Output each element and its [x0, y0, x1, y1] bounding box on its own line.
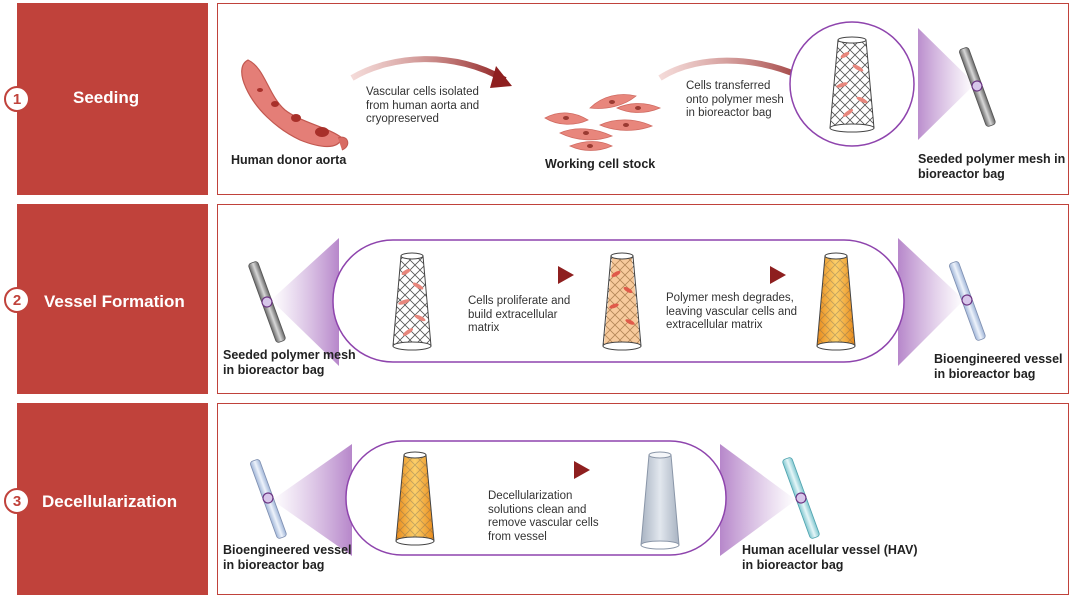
formation-tube-end: [949, 261, 986, 341]
formation-arrow1-text: Cells proliferate and build extracellula…: [468, 295, 571, 334]
stage-number-1: 1: [4, 86, 30, 112]
donor-aorta-label: Human donor aorta: [231, 153, 347, 167]
stage-label-seeding: Seeding: [73, 88, 140, 107]
seeded-mesh-label: Seeded polymer mesh in bioreactor bag: [918, 152, 1066, 181]
decell-tube-start: [250, 459, 287, 539]
stage-number-3: 3: [4, 488, 30, 514]
decell-bag: [345, 440, 727, 556]
stage-number-2: 2: [4, 287, 30, 313]
stage-seeding-block: [17, 3, 208, 195]
formation-start-label: Seeded polymer mesh in bioreactor bag: [223, 348, 356, 377]
seeding-arrow1-text: Vascular cells isolated from human aorta…: [366, 86, 480, 125]
formation-cone-3: [816, 252, 856, 351]
decell-beam-left: [272, 444, 352, 556]
arrow-curved-1: [350, 56, 507, 83]
formation-tube-start: [248, 261, 286, 343]
seed-beam: [918, 28, 975, 140]
stage-decell-block: [17, 403, 208, 595]
formation-arrow2-text: Polymer mesh degrades, leaving vascular …: [666, 292, 798, 331]
formation-cone-2: [602, 252, 642, 351]
formation-end-label: Bioengineered vessel in bioreactor bag: [934, 352, 1063, 381]
decell-tube-end: [782, 457, 820, 539]
decell-start-label: Bioengineered vessel in bioreactor bag: [223, 543, 352, 572]
cell-stock-icon: [544, 94, 662, 151]
arrowhead-1: [490, 66, 512, 88]
stage-formation-block: [17, 204, 208, 394]
stage-label-formation: Vessel Formation: [44, 292, 185, 311]
cell-stock-label: Working cell stock: [545, 157, 656, 171]
formation-beam-left: [271, 238, 339, 366]
stage-label-decell: Decellularization: [42, 492, 178, 511]
formation-beam-right: [898, 238, 964, 366]
seed-mesh-cone: [829, 36, 875, 133]
aorta-icon: [241, 59, 349, 151]
formation-cone-1: [392, 252, 432, 351]
seeding-arrow2-text: Cells transferred onto polymer mesh in b…: [686, 80, 784, 119]
decell-cone-2: [640, 451, 680, 550]
decell-cone-1: [395, 451, 435, 546]
decell-beam-right: [720, 444, 796, 556]
decell-arrow-text: Decellularization solutions clean and re…: [488, 490, 599, 543]
decell-end-label: Human acellular vessel (HAV) in bioreact…: [742, 543, 918, 572]
seed-tube-icon: [959, 47, 996, 127]
